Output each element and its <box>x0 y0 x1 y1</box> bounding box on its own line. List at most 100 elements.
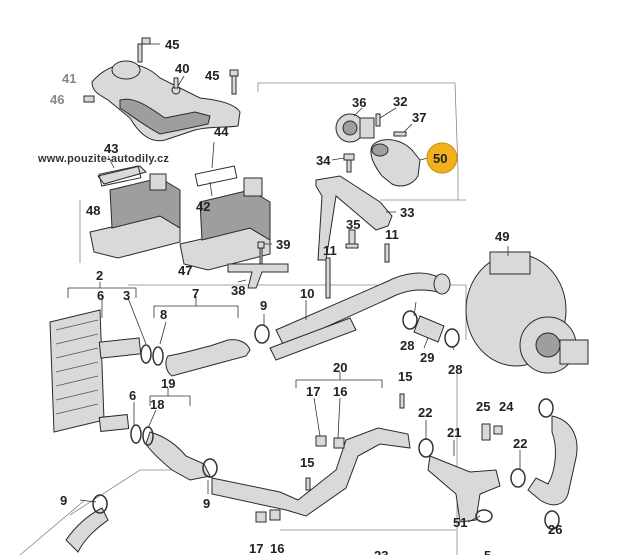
leader-lines <box>67 75 521 523</box>
label-35: 35 <box>346 217 360 232</box>
label-36: 36 <box>352 95 366 110</box>
label-45-top: 45 <box>165 37 179 52</box>
clamps-6-18 <box>130 424 154 446</box>
hose-7 <box>165 339 251 377</box>
label-17-lower: 17 <box>249 541 263 555</box>
label-43: 43 <box>104 141 118 156</box>
label-37: 37 <box>412 110 426 125</box>
label-29: 29 <box>420 350 434 365</box>
intake-pipe-41 <box>83 43 241 142</box>
label-46: 46 <box>50 92 64 107</box>
label-16-upper: 16 <box>333 384 347 399</box>
bolt-35 <box>345 229 359 249</box>
bolt-37 <box>393 131 407 137</box>
intake-manifold-48 <box>89 173 181 259</box>
label-32: 32 <box>393 94 407 109</box>
intake-pipe-50 <box>370 139 421 187</box>
label-16-lower: 16 <box>270 541 284 555</box>
label-18: 18 <box>150 397 164 412</box>
bolt-34 <box>343 153 355 173</box>
bolt-45-right <box>229 69 239 95</box>
sensor-40 <box>171 77 181 95</box>
clamp-9-mid <box>254 324 270 344</box>
label-22-right: 22 <box>513 436 527 451</box>
hose-left-bottom <box>65 494 109 553</box>
coolant-pipe-20 <box>211 427 411 517</box>
label-48: 48 <box>86 203 100 218</box>
clamp-28-left <box>402 310 418 330</box>
label-26: 26 <box>548 522 562 537</box>
bolt-45-top <box>141 37 160 45</box>
label-11-upper: 11 <box>385 227 399 242</box>
clamp-9-lower <box>202 458 218 478</box>
clamp-22-right <box>510 468 526 488</box>
bolt-11-upper <box>384 243 390 263</box>
connector-21 <box>427 455 501 523</box>
label-6-lower: 6 <box>129 388 136 403</box>
label-5: 5 <box>484 548 491 555</box>
label-40: 40 <box>175 61 189 76</box>
watermark-text: www.pouzite-autodily.cz <box>37 153 169 165</box>
label-23: 23 <box>374 548 388 555</box>
clamp-28-right <box>444 328 460 348</box>
clamp-22-left <box>418 438 434 458</box>
label-6-upper: 6 <box>97 288 104 303</box>
label-7: 7 <box>192 286 199 301</box>
label-8: 8 <box>160 307 167 322</box>
part-labels: 45 41 46 40 45 43 44 36 32 37 34 50 48 4… <box>50 37 562 555</box>
label-20: 20 <box>333 360 347 375</box>
label-25: 25 <box>476 399 490 414</box>
label-33: 33 <box>400 205 414 220</box>
fittings-17-16 <box>255 435 345 523</box>
gasket-43 <box>97 165 147 187</box>
label-9-mid: 9 <box>260 298 267 313</box>
intercooler-pipe-10 <box>269 272 451 361</box>
throttle-body-36 <box>335 113 375 143</box>
label-28-left: 28 <box>400 338 414 353</box>
label-11-lower: 11 <box>323 243 337 258</box>
label-15-upper: 15 <box>398 369 412 384</box>
bracket-33 <box>315 175 393 261</box>
clamps-8-3 <box>140 344 164 366</box>
label-39: 39 <box>276 237 290 252</box>
label-22-left: 22 <box>418 405 432 420</box>
callout-50-highlight <box>426 142 458 174</box>
label-17-upper: 17 <box>306 384 320 399</box>
assembly-guide-lines <box>19 82 467 555</box>
hose-19 <box>145 431 211 481</box>
label-28-right: 28 <box>448 362 462 377</box>
o-ring-51 <box>475 509 493 523</box>
turbocharger-49 <box>465 251 589 374</box>
label-47: 47 <box>178 263 192 278</box>
label-3: 3 <box>123 288 130 303</box>
label-10: 10 <box>300 286 314 301</box>
label-9-lower: 9 <box>203 496 210 511</box>
label-42: 42 <box>196 199 210 214</box>
bolt-32 <box>375 113 381 127</box>
label-9-lower-left: 9 <box>60 493 67 508</box>
label-44: 44 <box>214 124 229 139</box>
label-49: 49 <box>495 229 509 244</box>
intake-manifold-47 <box>179 177 271 271</box>
label-38: 38 <box>231 283 245 298</box>
label-2: 2 <box>96 268 103 283</box>
hose-26 <box>527 398 578 530</box>
label-24: 24 <box>499 399 514 414</box>
label-41: 41 <box>62 71 76 86</box>
label-34: 34 <box>316 153 331 168</box>
label-15-lower: 15 <box>300 455 314 470</box>
label-19: 19 <box>161 376 175 391</box>
label-50: 50 <box>433 151 447 166</box>
bolts-15 <box>305 393 405 491</box>
plug-25-24 <box>481 423 503 441</box>
hose-29 <box>413 315 445 343</box>
label-21: 21 <box>447 425 461 440</box>
bolt-11-lower <box>325 257 331 299</box>
bracket-38 <box>227 263 289 289</box>
label-51: 51 <box>453 515 467 530</box>
gasket-44 <box>194 165 238 187</box>
label-45-right: 45 <box>205 68 219 83</box>
intercooler-2 <box>49 309 142 433</box>
